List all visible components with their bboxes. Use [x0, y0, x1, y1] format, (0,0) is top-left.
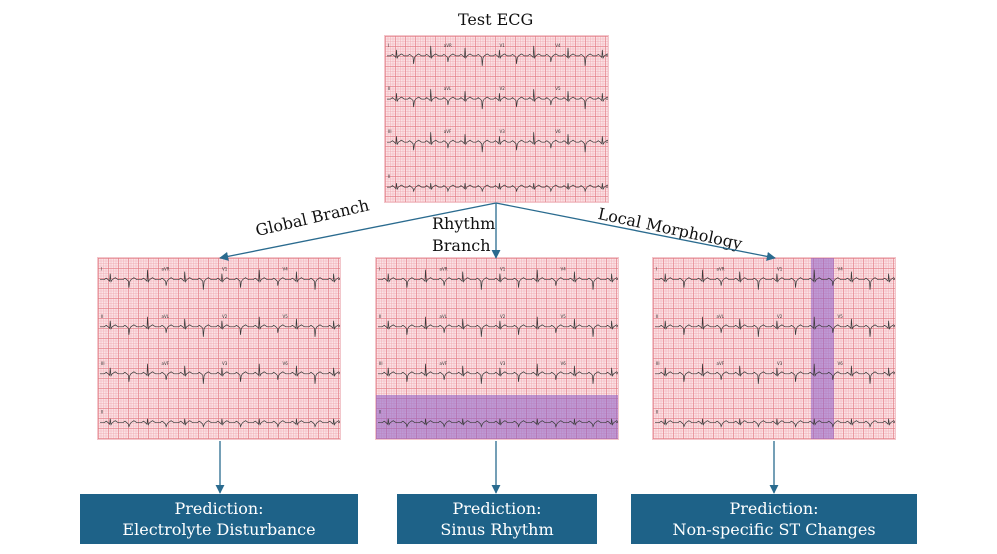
ecg-trace-row [655, 418, 895, 428]
ecg-trace-row [100, 316, 340, 337]
ecg-lead-label: V6 [555, 129, 561, 134]
ecg-lead-label: aVR [162, 267, 170, 272]
ecg-lead-label: II [101, 314, 103, 319]
ecg-lead-label: V6 [561, 361, 567, 366]
ecg-lead-label: III [388, 129, 392, 134]
ecg-lead-label: V1 [222, 267, 228, 272]
ecg-lead-label: V4 [838, 267, 844, 272]
prediction-value: Sinus Rhythm [440, 520, 554, 539]
ecg-lead-label: aVL [717, 314, 725, 319]
ecg-lead-label: II [101, 410, 103, 415]
prediction-box-local: Prediction: Non-specific ST Changes [631, 494, 917, 544]
ecg-trace-row [100, 418, 340, 428]
ecg-lead-label: III [656, 361, 660, 366]
prediction-value: Non-specific ST Changes [672, 520, 876, 539]
arrow-to-global [219, 202, 497, 261]
ecg-lead-label: V2 [777, 314, 783, 319]
ecg-trace-row [387, 132, 608, 153]
ecg-lead-label: aVF [717, 361, 725, 366]
ecg-trace-row [655, 316, 895, 337]
ecg-lead-label: V5 [561, 314, 567, 319]
ecg-lead-label: V4 [283, 267, 289, 272]
prediction-box-rhythm: Prediction: Sinus Rhythm [397, 494, 597, 544]
ecg-lead-label: V6 [838, 361, 844, 366]
ecg-lead-label: V2 [500, 314, 506, 319]
arrow-to-local [495, 202, 776, 261]
ecg-lead-label: V4 [561, 267, 567, 272]
ecg-lead-label: I [388, 43, 389, 48]
ecg-trace-row [378, 418, 618, 428]
ecg-lead-label: V1 [777, 267, 783, 272]
ecg-lead-label: V3 [500, 361, 506, 366]
ecg-lead-label: V2 [222, 314, 228, 319]
prediction-label: Prediction: [452, 499, 542, 518]
ecg-lead-label: II [388, 174, 390, 179]
ecg-lead-label: aVR [444, 43, 452, 48]
ecg-lead-label: I [656, 267, 657, 272]
ecg-lead-label: III [379, 361, 383, 366]
local-segment-highlight [811, 258, 834, 439]
ecg-lead-label: aVF [440, 361, 448, 366]
ecg-lead-label: aVL [444, 86, 452, 91]
ecg-trace-row [100, 269, 340, 290]
ecg-lead-label: III [101, 361, 105, 366]
rhythm-branch-label-line1: Rhythm [432, 214, 496, 233]
prediction-label: Prediction: [174, 499, 264, 518]
ecg-lead-label: V2 [500, 86, 506, 91]
ecg-trace-row [100, 363, 340, 384]
ecg-lead-label: II [388, 86, 390, 91]
ecg-lead-label: I [379, 267, 380, 272]
ecg-trace-row [378, 269, 618, 290]
ecg-lead-label: V6 [283, 361, 289, 366]
rhythm-strip-highlight [376, 395, 618, 439]
prediction-label: Prediction: [729, 499, 819, 518]
diagram-title: Test ECG [458, 10, 534, 29]
ecg-trace-row [655, 363, 895, 384]
ecg-lead-label: V5 [283, 314, 289, 319]
ecg-trace-row [655, 269, 895, 290]
ecg-lead-label: II [656, 410, 658, 415]
ecg-lead-label: II [379, 314, 381, 319]
ecg-lead-label: aVF [444, 129, 452, 134]
ecg-lead-label: aVL [162, 314, 170, 319]
ecg-lead-label: V5 [555, 86, 561, 91]
ecg-lead-label: V4 [555, 43, 561, 48]
ecg-lead-label: aVF [162, 361, 170, 366]
ecg-lead-label: V1 [500, 267, 506, 272]
ecg-trace-row [387, 89, 608, 110]
rhythm-branch-label-line2: Branch [432, 236, 491, 255]
prediction-value: Electrolyte Disturbance [122, 520, 316, 539]
ecg-lead-label: aVL [440, 314, 448, 319]
ecg-trace-row [387, 45, 608, 66]
ecg-lead-label: V3 [777, 361, 783, 366]
ecg-lead-label: I [101, 267, 102, 272]
ecg-lead-label: V3 [500, 129, 506, 134]
prediction-box-global: Prediction: Electrolyte Disturbance [80, 494, 358, 544]
ecg-trace-row [387, 183, 608, 193]
ecg-lead-label: aVR [717, 267, 725, 272]
ecg-lead-label: II [656, 314, 658, 319]
ecg-trace-row [378, 316, 618, 337]
ecg-lead-label: V5 [838, 314, 844, 319]
ecg-lead-label: V1 [500, 43, 506, 48]
ecg-lead-label: II [379, 410, 381, 415]
ecg-lead-label: aVR [440, 267, 448, 272]
ecg-lead-label: V3 [222, 361, 228, 366]
ecg-trace-row [378, 363, 618, 384]
